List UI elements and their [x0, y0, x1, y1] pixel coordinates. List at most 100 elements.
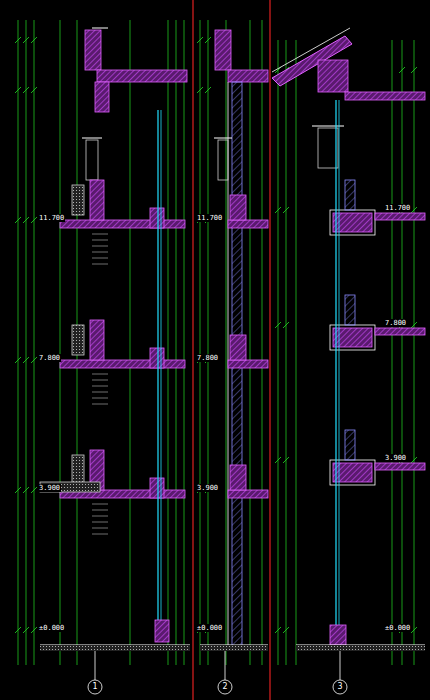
ground-fill [40, 645, 190, 651]
dimension-tick [411, 627, 417, 633]
pilaster-cap [82, 138, 102, 139]
dimension-tick [411, 322, 417, 328]
glazing [339, 100, 340, 625]
beam-box [330, 460, 375, 485]
dimension-line [262, 20, 263, 665]
stair-line [92, 374, 108, 375]
dimension-tick [411, 207, 417, 213]
floor-slab [228, 490, 268, 498]
level-mark: 11.700 [384, 204, 411, 212]
level-mark: 11.700 [38, 214, 65, 222]
coping [92, 28, 108, 29]
pilaster [218, 140, 228, 180]
window-beam [150, 348, 164, 368]
level-mark: ±0.000 [384, 624, 411, 632]
spandrel-wall [90, 320, 104, 360]
dimension-tick [197, 87, 203, 93]
level-mark: 3.900 [196, 484, 219, 492]
dimension-tick [23, 37, 29, 43]
stair-line [92, 252, 108, 253]
stair-line [92, 534, 108, 535]
dimension-tick [15, 87, 21, 93]
spandrel-wall [90, 180, 104, 220]
pilaster-cap [214, 138, 232, 139]
level-mark: 7.800 [38, 354, 61, 362]
beam-box [330, 325, 375, 350]
roof-beam [95, 82, 109, 112]
dimension-line [286, 40, 287, 665]
dimension-tick [283, 322, 289, 328]
stair-line [92, 522, 108, 523]
floor-slab [375, 463, 425, 470]
dimension-line [278, 40, 279, 665]
window-beam [150, 478, 164, 498]
stair-line [92, 510, 108, 511]
dimension-line [176, 20, 177, 665]
window-frame [345, 295, 355, 325]
glazing [157, 110, 158, 620]
dimension-tick [283, 207, 289, 213]
stair-line [92, 380, 108, 381]
eave-beam [318, 60, 348, 92]
grid-number: 2 [218, 682, 232, 692]
parapet [215, 30, 231, 70]
window-frame [345, 180, 355, 210]
dimension-tick [31, 87, 37, 93]
dimension-tick [31, 217, 37, 223]
base-wall [330, 625, 346, 645]
floor-slab [228, 360, 268, 368]
floor-slab [60, 360, 185, 368]
dimension-tick [283, 627, 289, 633]
dimension-line [60, 20, 61, 665]
dimension-tick [15, 217, 21, 223]
dimension-tick [15, 37, 21, 43]
dimension-line [402, 40, 403, 665]
stair-line [92, 404, 108, 405]
parapet [85, 30, 101, 70]
roof-slab [345, 92, 425, 100]
level-mark: ±0.000 [38, 624, 65, 632]
base-wall [155, 620, 169, 642]
dimension-tick [275, 627, 281, 633]
floor-slab [375, 328, 425, 335]
grid-bubble [333, 680, 347, 694]
stair-line [92, 234, 108, 235]
stair-line [92, 504, 108, 505]
level-mark: 3.900 [384, 454, 407, 462]
ground-fill [296, 645, 425, 651]
dimension-tick [15, 627, 21, 633]
stair-line [92, 516, 108, 517]
beam-box [330, 210, 375, 235]
beam [230, 195, 246, 220]
level-mark: ±0.000 [196, 624, 223, 632]
grid-number: 3 [333, 682, 347, 692]
dimension-line [130, 20, 131, 665]
dimension-tick [205, 87, 211, 93]
section-divider [192, 0, 193, 700]
dimension-line [200, 20, 201, 665]
window-frame [345, 430, 355, 460]
dimension-line [208, 20, 209, 665]
dimension-line [296, 40, 297, 665]
level-mark: 11.700 [196, 214, 223, 222]
level-mark: 7.800 [196, 354, 219, 362]
dimension-tick [31, 37, 37, 43]
floor-slab [375, 213, 425, 220]
floor-slab [60, 220, 185, 228]
dimension-line [250, 20, 251, 665]
grid-number: 1 [88, 682, 102, 692]
pilaster [86, 140, 98, 180]
dimension-line [34, 20, 35, 665]
stair-line [92, 386, 108, 387]
ground-fill [200, 645, 268, 651]
dimension-line [392, 40, 393, 665]
dimension-line [226, 20, 227, 665]
beam [230, 465, 246, 490]
cornice [72, 185, 84, 215]
dimension-tick [411, 67, 417, 73]
dimension-line [184, 20, 185, 665]
dimension-line [26, 20, 27, 665]
grid-line [225, 651, 226, 680]
stair-line [92, 246, 108, 247]
dimension-tick [23, 87, 29, 93]
